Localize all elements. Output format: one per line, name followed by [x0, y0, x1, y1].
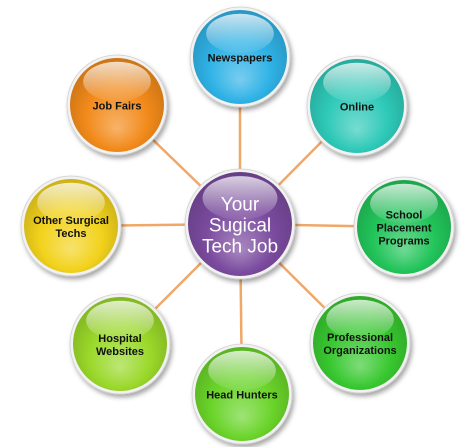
node-job-fairs: Job Fairs: [66, 54, 168, 156]
node-newspapers: Newspapers: [189, 6, 291, 108]
node-school-placement-programs-label-line: Programs: [378, 236, 429, 248]
node-online-label: Online: [340, 102, 374, 114]
node-other-surgical-techs-gloss: [37, 182, 105, 223]
node-professional-organizations-gloss: [326, 299, 394, 340]
node-job-fairs-gloss: [83, 61, 151, 102]
center-title-line: Sugical: [209, 215, 271, 236]
node-newspapers-label-line: Newspapers: [208, 53, 273, 65]
node-newspapers-gloss: [206, 13, 274, 54]
node-school-placement-programs-label-line: School: [386, 210, 423, 222]
node-hospital-websites-label-line: Hospital: [98, 333, 141, 345]
center-title-line: Tech Job: [202, 236, 278, 257]
node-school-placement-programs-gloss: [370, 183, 438, 224]
node-job-fairs-label: Job Fairs: [93, 101, 142, 113]
node-other-surgical-techs-label-line: Techs: [56, 228, 87, 240]
node-head-hunters-label-line: Head Hunters: [206, 390, 278, 402]
center-bubble-gloss: [202, 176, 278, 220]
node-online-label-line: Online: [340, 102, 374, 114]
node-online: Online: [306, 55, 408, 157]
node-professional-organizations-label-line: Professional: [327, 332, 393, 344]
node-head-hunters-gloss: [208, 350, 276, 391]
node-head-hunters: Head Hunters: [191, 343, 293, 445]
node-newspapers-label: Newspapers: [208, 53, 273, 65]
node-job-fairs-label-line: Job Fairs: [93, 101, 142, 113]
node-other-surgical-techs-label-line: Other Surgical: [33, 215, 109, 227]
node-online-gloss: [323, 62, 391, 103]
node-hospital-websites-label-line: Websites: [96, 346, 144, 358]
center-title-line: Your: [221, 194, 260, 215]
node-head-hunters-label: Head Hunters: [206, 390, 278, 402]
node-professional-organizations-label-line: Organizations: [323, 345, 396, 357]
node-hospital-websites-gloss: [86, 300, 154, 341]
node-school-placement-programs-label-line: Placement: [376, 223, 431, 235]
